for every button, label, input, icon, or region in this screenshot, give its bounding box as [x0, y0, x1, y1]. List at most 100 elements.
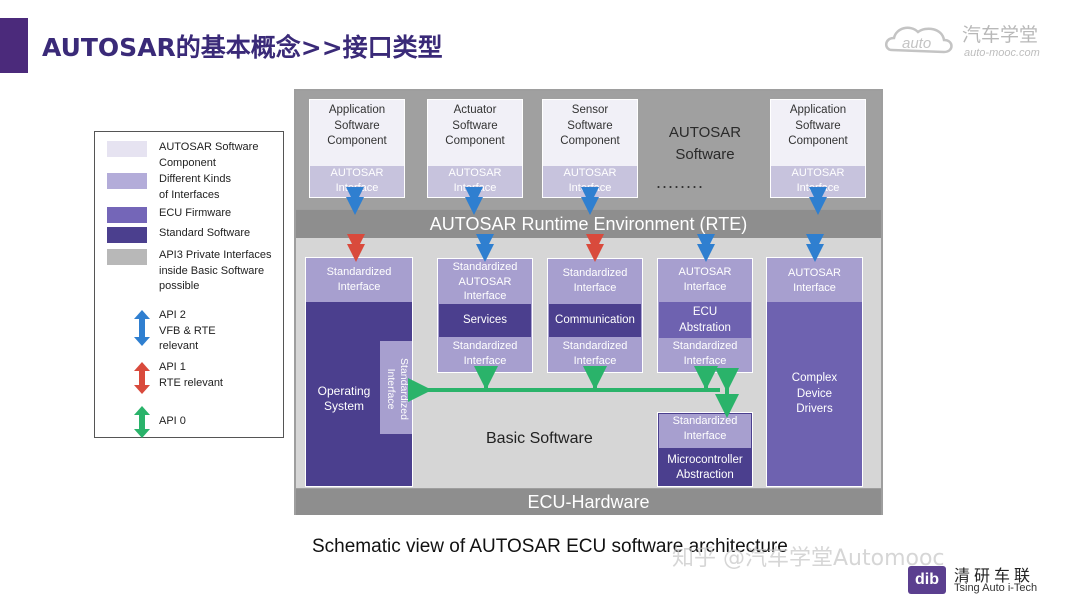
watermark: 知乎 @汽车学堂Automooc [672, 546, 945, 571]
ecu-abs-bot-line-2: Interface [683, 355, 727, 367]
legend-api-arrow-icon [134, 362, 150, 394]
legend-swatch [107, 141, 147, 157]
os-label-line-2: System [323, 399, 364, 413]
services-top-line-2: AUTOSAR [458, 275, 512, 288]
ecu-abstraction-top-interface: AUTOSAR Interface [659, 260, 751, 302]
ecu-abstraction-label: ECU Abstration [659, 302, 751, 338]
figure-caption: Schematic view of AUTOSAR ECU software a… [312, 536, 788, 557]
mcal-top-interface: Standardized Interface [659, 414, 751, 448]
os-label-line-1: Operating [317, 384, 371, 398]
mcal-top-line-1: Standardized [672, 415, 738, 427]
interface-line: AUTOSAR [563, 167, 617, 179]
legend-swatch [107, 249, 147, 265]
component-name-line: Application [328, 104, 386, 116]
autosar-software-line-1: AUTOSAR [668, 124, 742, 141]
os-iface-line-1: Standardized [326, 266, 392, 278]
legend-label: Standard Software [159, 226, 250, 242]
component-name-line: Software [567, 119, 613, 132]
interface-line: AUTOSAR [330, 167, 384, 179]
legend-api-label-line: RTE relevant [159, 376, 223, 389]
brand-en: Tsing Auto i-Tech [954, 582, 1038, 594]
services-top-line-3: Interface [463, 290, 507, 302]
car-cloud-icon: auto [885, 26, 953, 54]
legend-api-label-line: API 1 [159, 361, 186, 373]
svg-text:auto: auto [902, 35, 931, 52]
autosar-software-line-2: Software [675, 146, 735, 163]
os-standardized-interface: Standardized Interface [306, 258, 412, 302]
component-name-line: Component [445, 135, 505, 147]
component-name-line: Sensor [571, 104, 609, 116]
brand-cn: 清研车联 [954, 566, 1035, 585]
communication-bot-line-2: Interface [573, 355, 617, 367]
cdd-top-line-2: Interface [793, 282, 836, 294]
legend-api-label: API 0 [159, 414, 186, 430]
os-iface-line-2: Interface [337, 281, 381, 293]
services-top-interface: Standardized AUTOSAR Interface [439, 260, 531, 304]
legend-label-line: possible [159, 280, 200, 292]
title-accent-bar [0, 18, 28, 73]
legend-api-arrow-icon [134, 310, 150, 346]
legend-label: API3 Private Interfaces inside Basic Soft… [159, 248, 272, 295]
cdd-line-1: Complex [791, 372, 838, 384]
ecu-abs-mid-line-2: Abstration [679, 321, 731, 334]
legend-label: ECU Firmware [159, 206, 231, 222]
services-bot-line-2: Interface [463, 355, 507, 367]
legend-label-line: Different Kinds [159, 173, 231, 185]
component-name-line: Component [327, 135, 387, 147]
component-name-line: Software [334, 119, 380, 132]
legend-api-arrow-icon [134, 406, 150, 438]
ecu-abs-mid-line-1: ECU [692, 306, 718, 318]
auto-mooc-logo: auto 汽车学堂 auto-mooc.com [882, 16, 1057, 62]
brand-logo: dib 清研车联 Tsing Auto i-Tech [908, 560, 1058, 598]
component-name-line: Actuator [453, 104, 497, 116]
legend-label-line: inside Basic Software [159, 264, 265, 277]
mcal-top-line-2: Interface [683, 430, 727, 442]
cdd-top-line-1: AUTOSAR [788, 267, 841, 279]
communication-top-line-1: Standardized [562, 267, 628, 279]
logo-text-cn: 汽车学堂 [962, 24, 1039, 46]
services-bot-line-1: Standardized [452, 340, 518, 352]
mcal-label: Microcontroller Abstraction [659, 453, 751, 483]
mcal-line-2: Abstraction [676, 469, 734, 481]
communication-top-interface: Standardized Interface [549, 260, 641, 304]
ecu-abs-top-line-1: AUTOSAR [678, 266, 732, 278]
legend-label-line: of Interfaces [159, 188, 220, 201]
basic-software-label: Basic Software [486, 430, 593, 447]
cdd-autosar-interface: AUTOSAR Interface [767, 258, 862, 302]
ecu-hardware-layer: ECU-Hardware [296, 489, 881, 515]
cdd-line-3: Drivers [796, 403, 833, 415]
brand-mark: dib [908, 566, 946, 594]
legend-label-line: API3 Private Interfaces [159, 249, 272, 261]
component-name-line: Application [789, 104, 847, 116]
complex-device-drivers-label: Complex Device Drivers [767, 371, 862, 418]
services-top-line-1: Standardized [452, 261, 518, 273]
ecu-abstraction-bottom-interface: Standardized Interface [659, 339, 751, 371]
legend-swatch [107, 227, 147, 243]
component-name-line: Component [560, 135, 620, 147]
component-name-line: Software [795, 119, 841, 132]
communication-top-line-2: Interface [573, 282, 617, 294]
component-name-line: Component [788, 135, 848, 147]
autosar-software-label: AUTOSAR Software [655, 122, 755, 166]
ecu-abs-top-line-2: Interface [683, 281, 727, 293]
rte-layer: AUTOSAR Runtime Environment (RTE) [296, 210, 881, 238]
logo-text-en: auto-mooc.com [964, 47, 1040, 59]
legend-label-line: Standard Software [159, 227, 251, 239]
os-side-standardized-interface: Standardized Interface [380, 341, 412, 434]
legend-swatch [107, 173, 147, 189]
ecu-abs-bot-line-1: Standardized [672, 340, 738, 352]
communication-bottom-interface: Standardized Interface [549, 339, 641, 371]
legend-api-label: API 1 RTE relevant [159, 360, 223, 391]
more-components-dots: ........ [656, 172, 705, 192]
